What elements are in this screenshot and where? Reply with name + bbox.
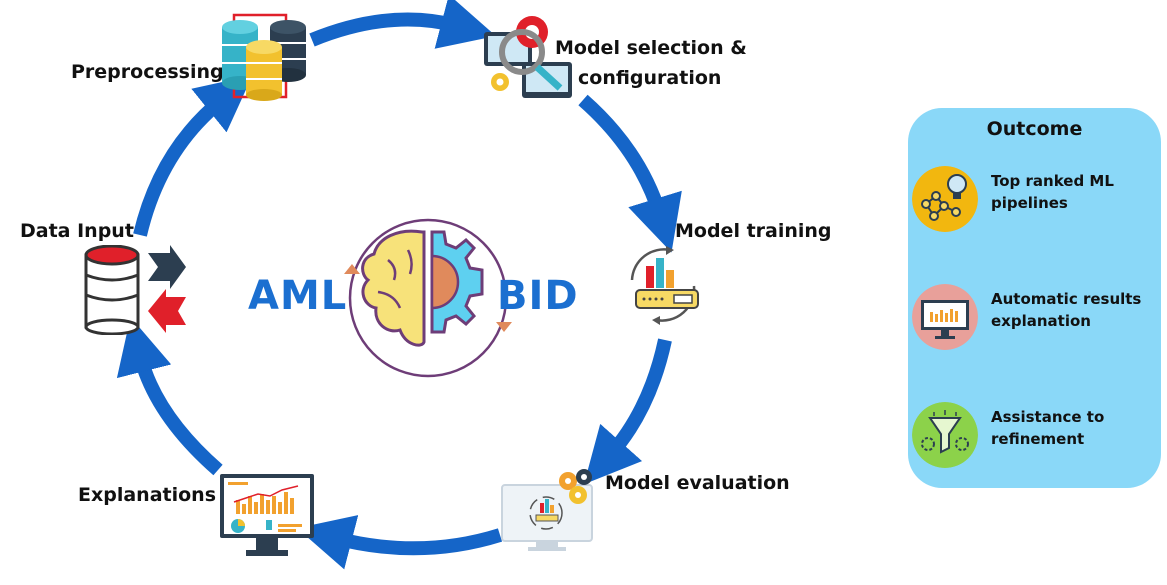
label-preprocessing: Preprocessing xyxy=(71,61,224,83)
outcome-item: Top ranked ML pipelines xyxy=(912,166,1157,236)
preprocessing-databases-icon xyxy=(222,13,306,101)
lightbulb-network-icon xyxy=(912,166,978,232)
model-evaluation-monitor-gears-icon xyxy=(501,469,593,551)
outcome-text: Automatic results explanation xyxy=(991,288,1141,332)
label-model-selection-line1: Model selection & xyxy=(555,37,747,59)
model-training-chart-icon xyxy=(630,246,699,325)
label-data-input: Data Input xyxy=(20,220,134,242)
outcome-line2: explanation xyxy=(991,312,1091,330)
outcome-line1: Assistance to xyxy=(991,408,1105,426)
logo-text-aml: AML xyxy=(248,273,348,319)
outcome-title: Outcome xyxy=(986,118,1083,140)
explanations-dashboard-monitor-icon xyxy=(220,474,314,556)
label-model-training: Model training xyxy=(675,220,832,242)
aml-bid-brain-gear-logo xyxy=(344,218,512,378)
outcome-text: Top ranked ML pipelines xyxy=(991,170,1114,214)
funnel-gears-icon xyxy=(912,402,978,468)
outcome-line1: Top ranked ML xyxy=(991,172,1114,190)
label-model-evaluation: Model evaluation xyxy=(605,472,790,494)
outcome-line2: pipelines xyxy=(991,194,1068,212)
arrow-input-to-preprocessing xyxy=(133,75,253,237)
outcome-line1: Automatic results xyxy=(991,290,1142,308)
label-model-selection-line2: configuration xyxy=(578,67,722,89)
label-explanations: Explanations xyxy=(78,484,217,506)
outcome-text: Assistance to refinement xyxy=(991,406,1104,450)
arrow-evaluation-to-explanations xyxy=(297,515,503,570)
arrow-training-to-evaluation xyxy=(583,338,672,485)
outcome-line2: refinement xyxy=(991,430,1085,448)
monitor-chart-icon xyxy=(912,284,978,350)
arrow-preprocessing-to-selection xyxy=(309,0,496,49)
outcome-item: Automatic results explanation xyxy=(912,284,1157,354)
data-input-database-arrows-icon xyxy=(84,245,186,335)
outcome-panel: Outcome Top ranked ML pipelines xyxy=(908,108,1161,488)
arrow-selection-to-training xyxy=(578,94,682,253)
arrow-explanations-to-input xyxy=(116,316,223,476)
outcome-item: Assistance to refinement xyxy=(912,402,1157,472)
logo-text-bid: BID xyxy=(497,273,579,319)
model-selection-monitor-gear-icon xyxy=(484,16,572,98)
